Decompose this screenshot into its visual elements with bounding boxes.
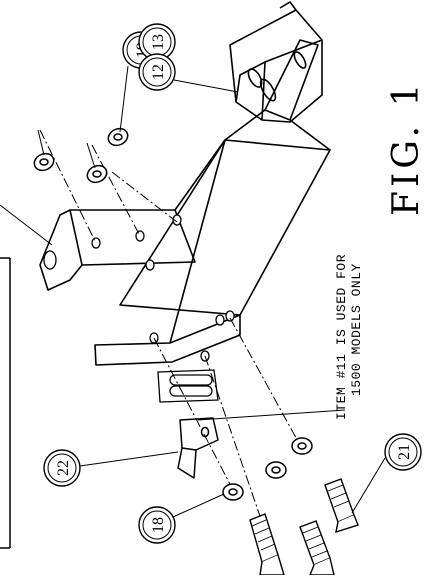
washers	[222, 437, 313, 501]
bolt	[324, 478, 359, 534]
main-bracket	[39, 39, 331, 366]
note-line-2: 1500 MODELS ONLY	[349, 263, 364, 396]
callout-label: 18	[150, 517, 167, 533]
callout-label: 12	[150, 64, 167, 80]
usage-note: ITEM #11 IS USED FOR 1500 MODELS ONLY	[197, 254, 364, 421]
nut	[33, 129, 55, 172]
callout-12-13: 13 12	[138, 23, 239, 93]
callout-label: 21	[396, 444, 413, 460]
nut	[86, 142, 108, 184]
nut	[107, 127, 129, 147]
slotted-bracket	[229, 1, 323, 123]
centerlines	[39, 129, 301, 523]
callout-21: 21	[351, 433, 422, 514]
note-line-1: ITEM #11 IS USED FOR	[334, 254, 349, 420]
callout-label: 22	[55, 460, 72, 476]
figure-label: FIG. 1	[386, 80, 427, 216]
bolt	[299, 520, 335, 576]
hex-nuts	[33, 127, 129, 184]
callout-18: 18	[138, 493, 225, 544]
small-angle-bracket	[177, 417, 219, 479]
callout-22: 22	[43, 449, 179, 487]
flange-slot	[157, 369, 219, 403]
hex-bolts	[249, 478, 359, 576]
bolt	[249, 513, 285, 576]
leader-line-left	[0, 204, 53, 246]
callout-label: 13	[150, 34, 167, 50]
bolt-holes	[43, 214, 235, 362]
inset-box-edge	[0, 257, 11, 549]
